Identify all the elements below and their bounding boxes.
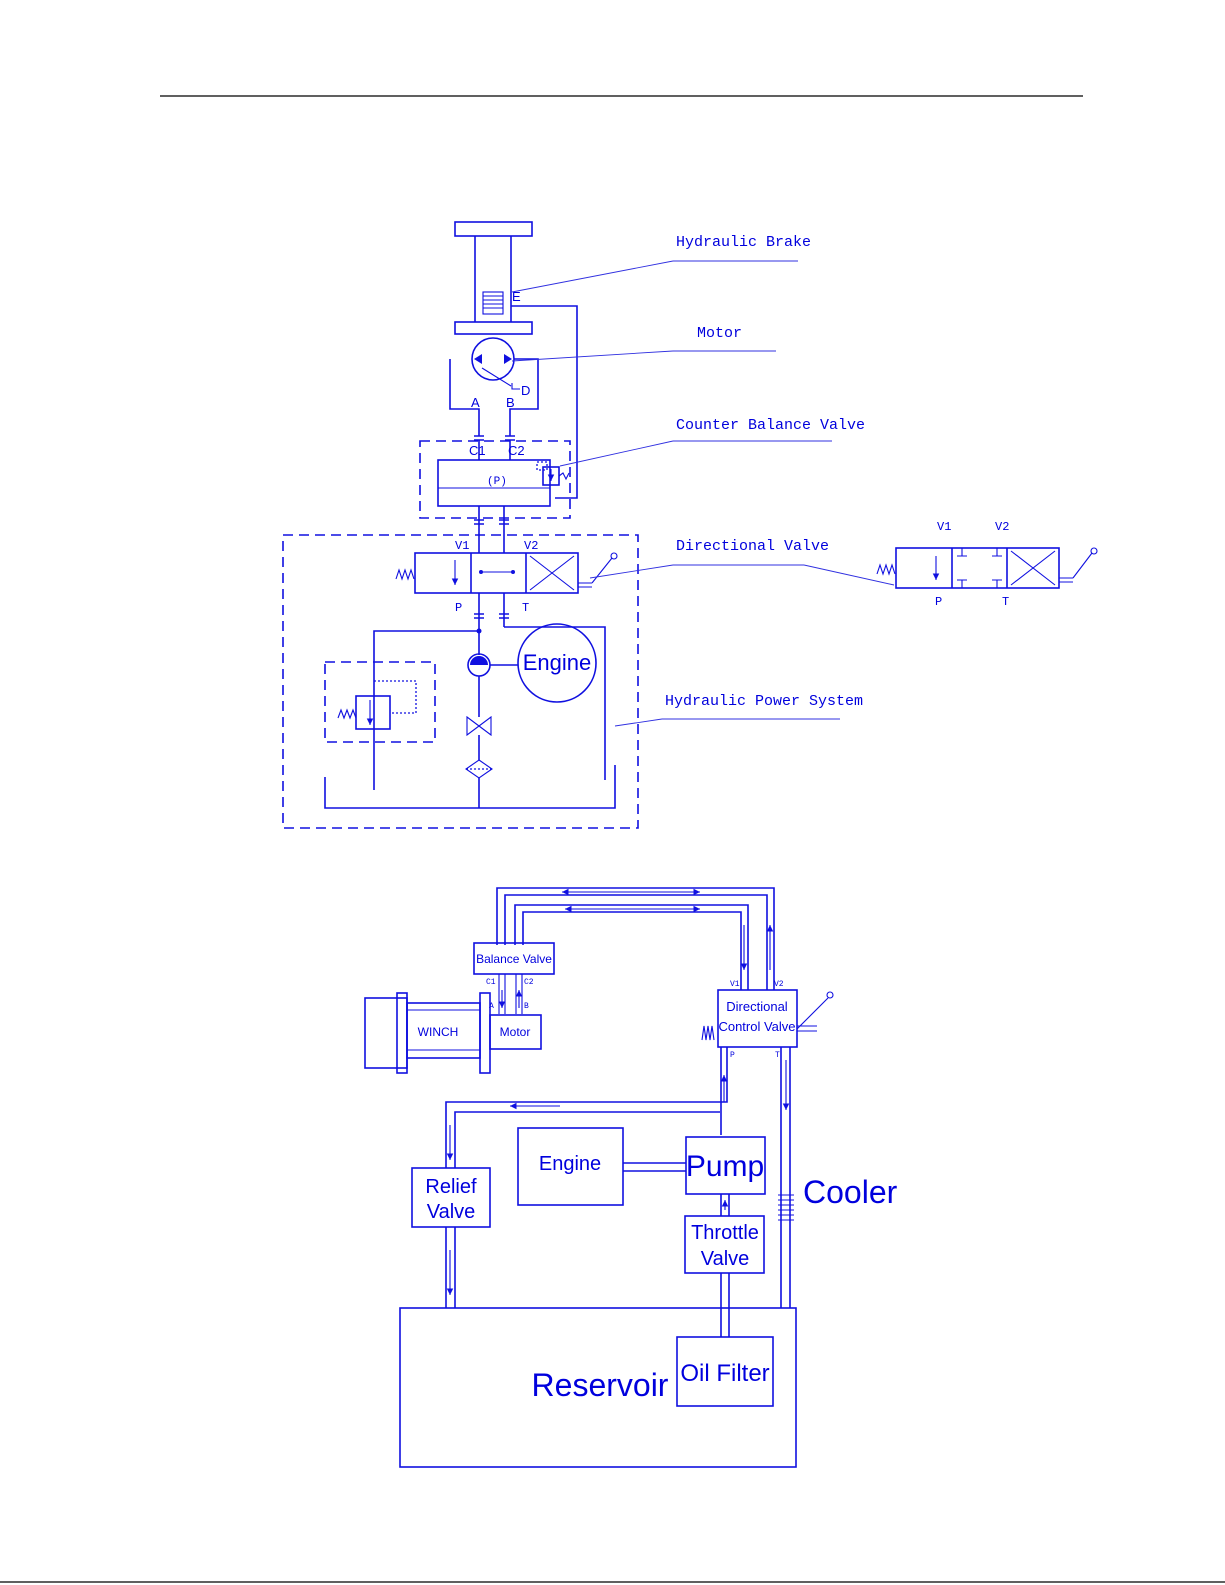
dcv-p-label: P [730,1051,735,1060]
counter-balance-valve-symbol: C1 C2 (P) [420,440,570,530]
callout-directional-valve: Directional Valve [590,538,894,585]
motor-callout-label: Motor [697,325,742,342]
dcv-v1-label: V1 [730,980,740,989]
directional-valve-symbol: V1 V2 P T [396,530,617,631]
relief-valve-box: Relief Valve [412,1168,490,1308]
hydraulic-power-system-label: Hydraulic Power System [665,693,863,710]
port-v2-label: V2 [524,539,538,553]
port-c1-label: C1 [469,443,486,458]
port-b-label: B [506,395,515,410]
callout-hydraulic-power-system: Hydraulic Power System [615,693,863,726]
callout-hydraulic-brake: Hydraulic Brake [512,234,811,292]
dcv-t-label: T [775,1051,780,1060]
port-p-label: P [455,601,462,615]
directional-valve-inset: V1 V2 P T [877,520,1097,609]
inset-port-v1-label: V1 [937,520,951,534]
balance-valve-box: Balance Valve C1 C2 A B [474,943,554,1014]
power-system-boundary [283,535,638,828]
oil-filter-label: Oil Filter [680,1360,769,1387]
motor-symbol: D A B [450,338,538,440]
engine-pump-group: Engine Pump [518,1128,765,1216]
layout-engine-label: Engine [539,1153,601,1175]
pipe-p-t-lines: Cooler [446,1047,898,1308]
balance-c1-label: C1 [486,978,496,987]
power-system-internals: Engine [325,624,615,808]
dcv-label-line2: Control Valve [718,1019,795,1034]
counter-balance-valve-label: Counter Balance Valve [676,417,865,434]
throttle-valve-box: Throttle Valve [685,1216,764,1337]
callout-motor: Motor [512,325,776,361]
winch-label: WINCH [418,1025,459,1039]
dcv-v2-label: V2 [774,980,784,989]
hydraulic-brake-label: Hydraulic Brake [676,234,811,251]
reservoir-label: Reservoir [532,1367,669,1403]
layout-diagram: Balance Valve C1 C2 A B WINCH Motor Dire… [365,888,898,1467]
hydraulic-schematic: E D A B C1 C2 (P) [283,222,1097,828]
relief-label-line2: Valve [427,1201,476,1223]
port-a-label: A [471,395,480,410]
inset-port-t-label: T [1002,595,1009,609]
port-v1-label: V1 [455,539,469,553]
port-c2-label: C2 [508,443,525,458]
throttle-label-line1: Throttle [691,1222,759,1244]
relief-label-line1: Relief [425,1176,477,1198]
callout-counter-balance-valve: Counter Balance Valve [560,417,865,466]
layout-motor-label: Motor [500,1025,531,1039]
engine-label: Engine [523,650,592,675]
throttle-label-line2: Valve [701,1248,750,1270]
pilot-port-label: (P) [487,476,507,488]
cooler-label: Cooler [803,1174,898,1210]
pump-label: Pump [686,1150,764,1183]
balance-c2-label: C2 [524,978,534,987]
dcv-label-line1: Directional [726,999,788,1014]
port-t-label: T [522,601,529,615]
port-d-label: D [521,383,530,398]
balance-valve-label: Balance Valve [476,952,552,966]
directional-valve-label: Directional Valve [676,538,829,555]
inset-port-v2-label: V2 [995,520,1009,534]
reservoir-box: Reservoir Oil Filter [400,1308,796,1467]
motor-b-label: B [524,1002,529,1011]
inset-port-p-label: P [935,595,942,609]
winch-assembly: WINCH Motor [365,993,541,1073]
